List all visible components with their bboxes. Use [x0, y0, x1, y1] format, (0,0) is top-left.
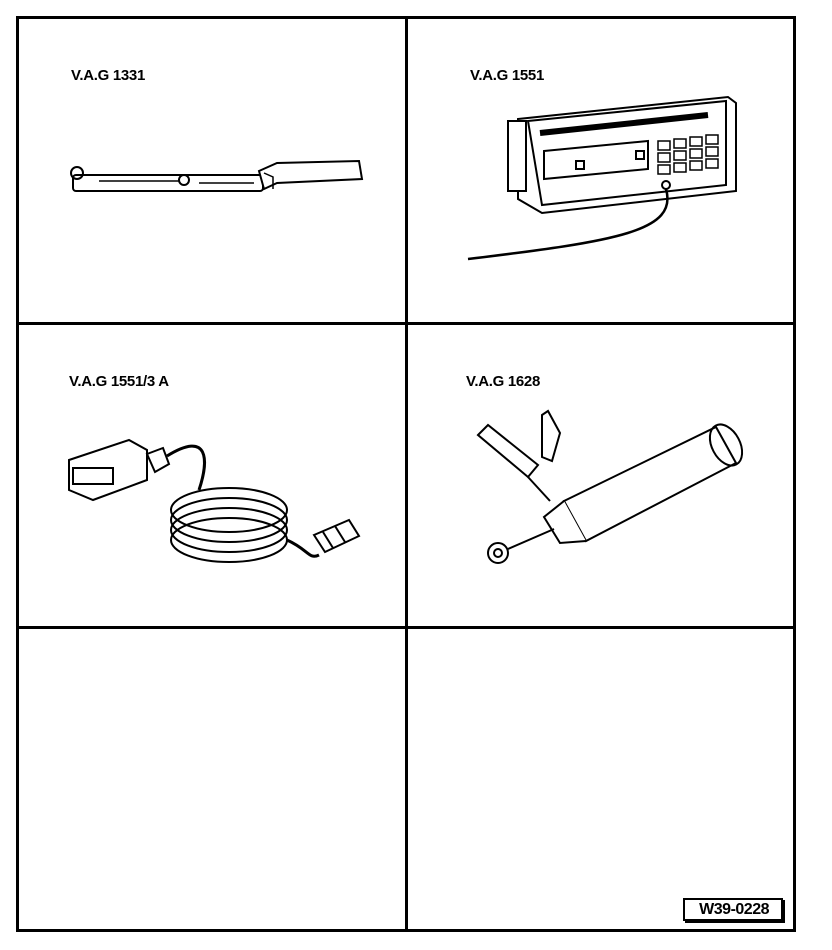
- fault-reader-icon: [467, 95, 737, 261]
- grid-divider-row1: [19, 322, 793, 325]
- grid-divider-vertical: [405, 19, 408, 929]
- tool-cell-4: V.A.G 1628: [408, 325, 794, 628]
- figure-code: W39-0228: [683, 898, 783, 921]
- empty-cell-right: W39-0228: [408, 629, 793, 929]
- tool-label-2: V.A.G 1551: [470, 67, 544, 84]
- tool-grid: V.A.G 1331 V.A.G 1551: [16, 16, 796, 932]
- tool-label-4: V.A.G 1628: [466, 373, 540, 390]
- tool-cell-1: V.A.G 1331: [19, 19, 405, 322]
- sealant-gun-icon: [476, 409, 744, 564]
- adapter-cable-icon: [68, 438, 361, 563]
- tool-label-1: V.A.G 1331: [71, 67, 145, 84]
- tool-cell-3: V.A.G 1551/3 A: [19, 325, 405, 628]
- tool-cell-2: V.A.G 1551: [408, 19, 794, 322]
- grid-divider-row2: [19, 626, 793, 629]
- torque-wrench-icon: [70, 159, 364, 192]
- tool-label-3: V.A.G 1551/3 A: [69, 373, 169, 390]
- empty-cell-left: [19, 629, 405, 929]
